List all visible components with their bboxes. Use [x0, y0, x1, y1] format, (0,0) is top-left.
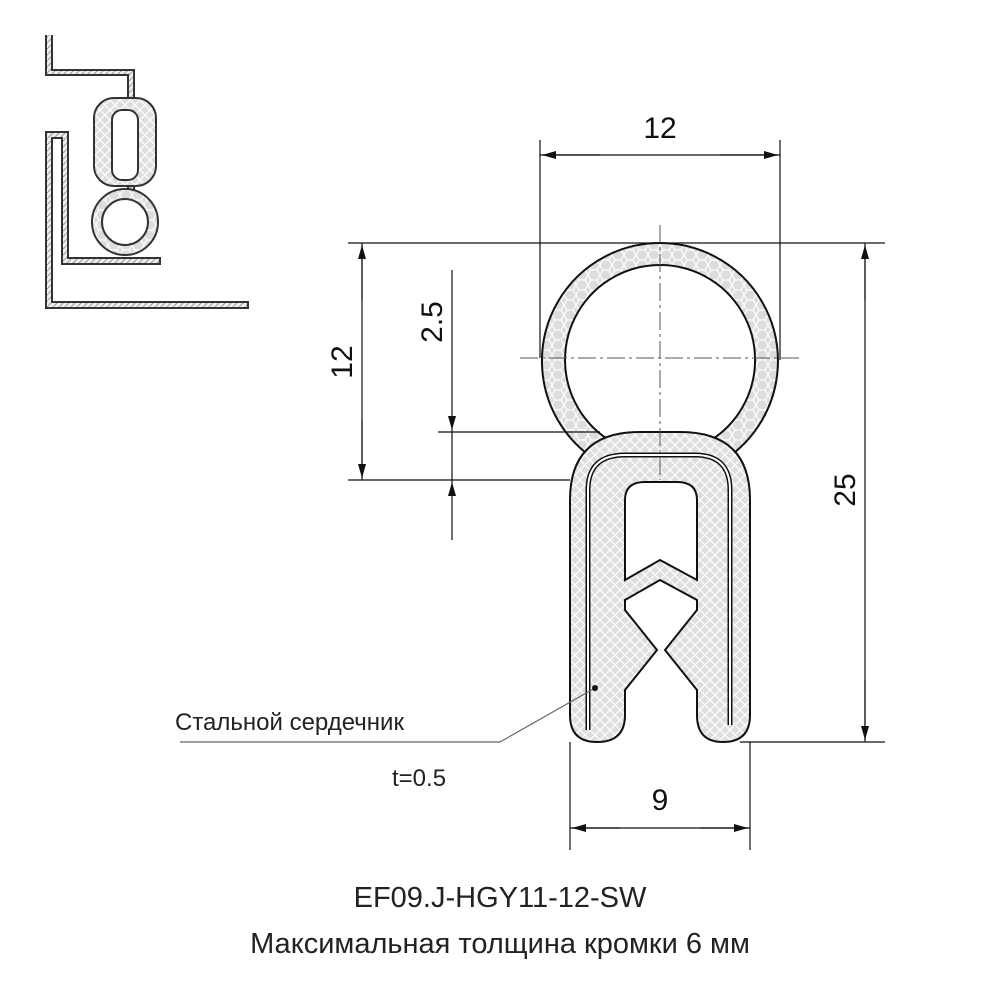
core-label: Стальной сердечник	[175, 709, 404, 736]
dim-bulb-height: 12	[326, 345, 359, 378]
dim-total-height: 25	[829, 473, 862, 506]
description: Максимальная толщина кромки 6 мм	[250, 928, 750, 960]
dim-width-top: 12	[643, 112, 676, 145]
dimension-lines	[180, 140, 885, 850]
clamp-body	[569, 431, 751, 744]
leader-dot	[592, 685, 598, 691]
dim-gap: 2.5	[416, 301, 449, 343]
centerlines	[520, 225, 800, 480]
installation-inset	[45, 35, 249, 309]
part-number: EF09.J-HGY11-12-SW	[353, 882, 647, 914]
core-thickness: t=0.5	[392, 765, 446, 792]
seal-profile	[541, 242, 779, 744]
dim-width-bottom: 9	[652, 784, 669, 817]
